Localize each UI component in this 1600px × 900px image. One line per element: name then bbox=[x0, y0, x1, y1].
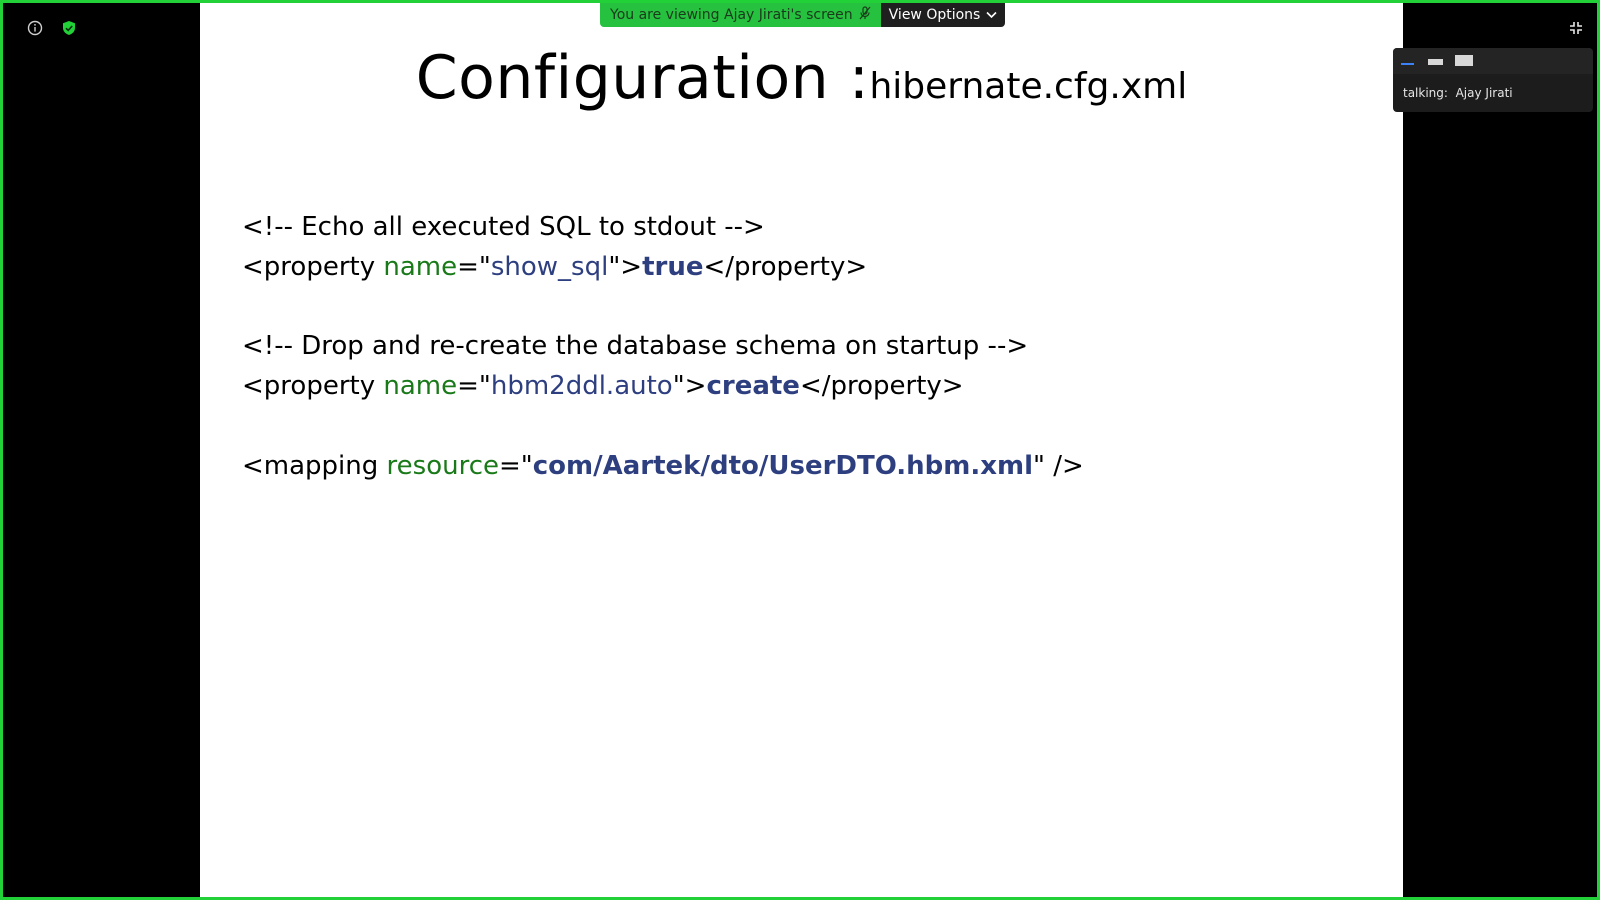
slide-title-file: hibernate.cfg.xml bbox=[869, 66, 1188, 107]
view-options-label: View Options bbox=[888, 7, 981, 23]
tag-end: </property> bbox=[799, 371, 964, 401]
attr-value: hbm2ddl.auto bbox=[490, 371, 673, 401]
code-line-hbm2ddl: <property name="hbm2ddl.auto">create</pr… bbox=[242, 371, 964, 401]
attr-eq: =" bbox=[457, 371, 491, 401]
shield-check-icon[interactable] bbox=[60, 19, 78, 37]
element-content: true bbox=[642, 252, 704, 282]
shared-screen-slide: Configuration :hibernate.cfg.xml <!-- Ec… bbox=[200, 3, 1403, 897]
attr-eq: =" bbox=[499, 451, 533, 481]
code-line-comment-sql: <!-- Echo all executed SQL to stdout --> bbox=[242, 212, 765, 242]
tag-open: <mapping bbox=[242, 451, 387, 481]
screen-share-banner: You are viewing Ajay Jirati's screen Vie… bbox=[600, 3, 1006, 27]
element-content: create bbox=[706, 371, 800, 401]
exit-fullscreen-icon[interactable] bbox=[1567, 19, 1585, 37]
tag-end: </property> bbox=[703, 252, 868, 282]
minimize-video-button[interactable] bbox=[1401, 63, 1414, 65]
mic-muted-icon bbox=[859, 6, 871, 24]
chevron-down-icon bbox=[986, 7, 997, 23]
info-icon[interactable] bbox=[26, 19, 44, 37]
attr-eq: =" bbox=[457, 252, 491, 282]
tag-close: "> bbox=[608, 252, 643, 282]
view-options-button[interactable]: View Options bbox=[880, 3, 1006, 27]
attr-value: show_sql bbox=[490, 252, 609, 282]
active-speaker-panel: talking: Ajay Jirati bbox=[1393, 48, 1593, 112]
tag-open: <property bbox=[242, 371, 384, 401]
tag-close: " /> bbox=[1032, 451, 1084, 481]
talking-label: talking: bbox=[1403, 86, 1448, 100]
talking-indicator: talking: Ajay Jirati bbox=[1403, 86, 1513, 100]
tag-close: "> bbox=[672, 371, 707, 401]
attr-name: name bbox=[383, 252, 458, 282]
gallery-view-button[interactable] bbox=[1455, 55, 1473, 66]
viewing-notice: You are viewing Ajay Jirati's screen bbox=[600, 3, 881, 27]
speaker-view-button[interactable] bbox=[1428, 59, 1443, 65]
tag-open: <property bbox=[242, 252, 384, 282]
slide-title-main: Configuration : bbox=[415, 43, 870, 113]
attr-value: com/Aartek/dto/UserDTO.hbm.xml bbox=[532, 451, 1033, 481]
attr-name: resource bbox=[386, 451, 499, 481]
slide-title: Configuration :hibernate.cfg.xml bbox=[200, 43, 1403, 113]
viewing-text: You are viewing Ajay Jirati's screen bbox=[610, 7, 853, 23]
code-line-mapping: <mapping resource="com/Aartek/dto/UserDT… bbox=[242, 451, 1084, 481]
attr-name: name bbox=[383, 371, 458, 401]
code-line-show-sql: <property name="show_sql">true</property… bbox=[242, 252, 867, 282]
speaker-panel-toolbar bbox=[1393, 48, 1593, 74]
code-line-comment-schema: <!-- Drop and re-create the database sch… bbox=[242, 331, 1029, 361]
talking-name: Ajay Jirati bbox=[1455, 86, 1513, 100]
